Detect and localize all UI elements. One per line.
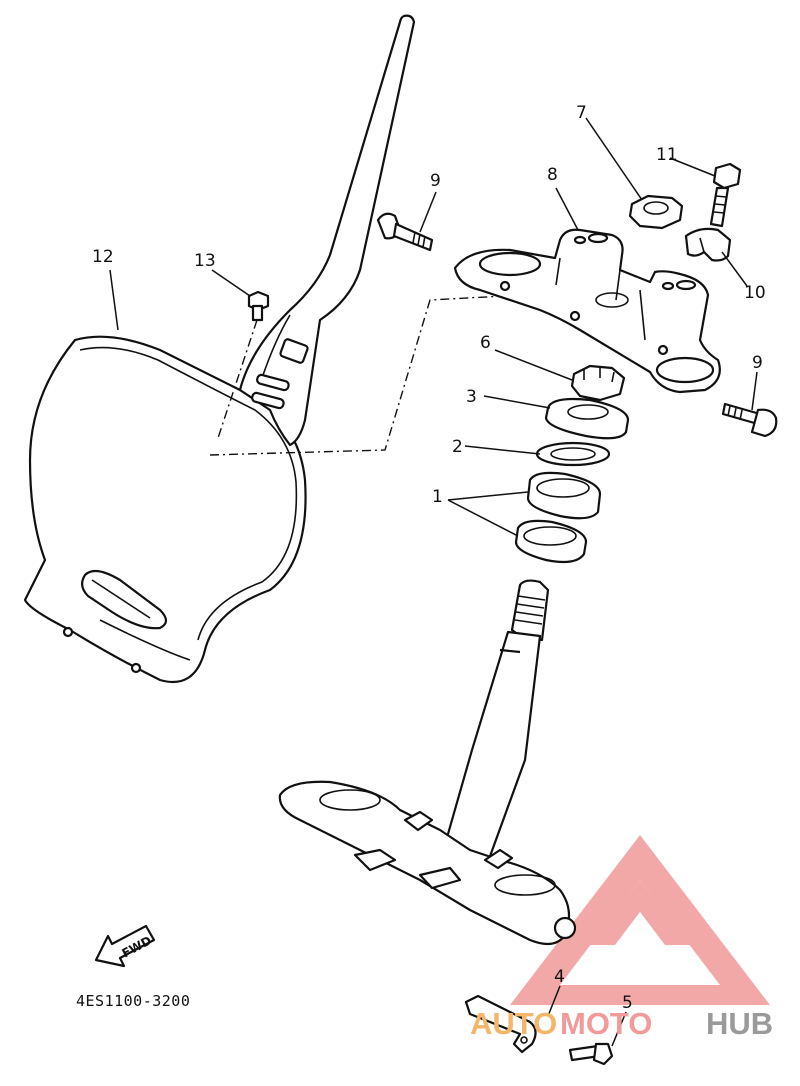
nut-6 — [570, 364, 626, 402]
brand-hub: HUB — [706, 1006, 773, 1041]
watermark-brand: AUTO MOTO HUB — [470, 1006, 773, 1041]
callout-3: 3 — [466, 387, 477, 407]
bearing-1-upper — [526, 471, 602, 520]
part-code: 4ES1100-3200 — [76, 992, 190, 1010]
fwd-arrow: FWD — [94, 924, 156, 968]
callout-12: 12 — [92, 247, 114, 267]
callout-7: 7 — [576, 103, 587, 123]
callout-8: 8 — [547, 165, 558, 185]
callouts: 1 2 3 4 5 6 7 8 9 9 10 11 12 13 — [92, 103, 766, 1013]
mounting-stay — [238, 14, 416, 447]
callout-1: 1 — [432, 487, 443, 507]
callout-4: 4 — [554, 967, 565, 987]
callout-13: 13 — [194, 251, 216, 271]
seal-2 — [535, 441, 611, 467]
bearing-1-lower — [514, 519, 588, 564]
callout-9-right: 9 — [752, 353, 763, 373]
washer-3 — [544, 397, 630, 440]
bolt-11 — [709, 162, 742, 228]
bolt-9-right — [721, 402, 778, 438]
clamp-cap-10 — [684, 227, 732, 262]
watermark-logo — [510, 835, 770, 1005]
callout-2: 2 — [452, 437, 463, 457]
lower-bracket — [278, 780, 577, 946]
bolt-5 — [568, 1042, 614, 1066]
upper-bracket — [453, 228, 721, 394]
callout-6: 6 — [480, 333, 491, 353]
callout-10: 10 — [744, 283, 766, 303]
bolt-9-left — [376, 212, 434, 252]
number-plate — [23, 335, 307, 684]
callout-11: 11 — [656, 145, 678, 165]
nut-7 — [628, 194, 684, 230]
steering-stem — [438, 579, 550, 872]
callout-9-left: 9 — [430, 171, 441, 191]
brand-moto: MOTO — [560, 1006, 652, 1041]
leader-lines — [109, 117, 758, 1047]
brand-auto: AUTO — [470, 1006, 557, 1041]
cable-guide-4 — [464, 994, 537, 1054]
callout-5: 5 — [622, 993, 633, 1013]
